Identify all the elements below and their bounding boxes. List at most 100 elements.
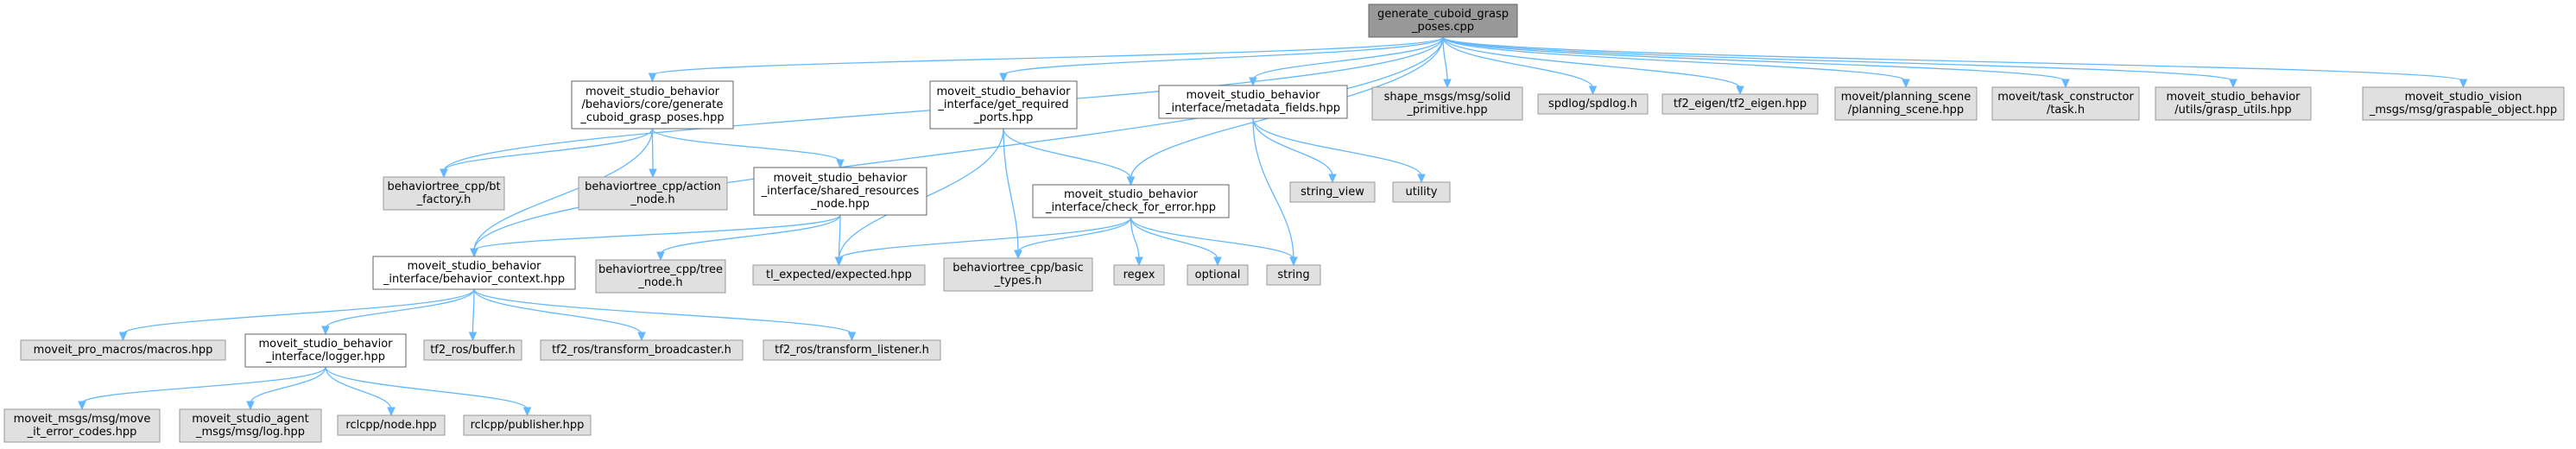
edge-ctx-to-buffer — [468, 288, 478, 342]
node-getreq[interactable]: moveit_studio_behavior_interface/get_req… — [929, 80, 1078, 130]
edge-root-to-ctx — [470, 36, 1444, 258]
edge-shared-to-ctx — [470, 214, 841, 258]
edge-line — [473, 214, 841, 251]
edge-check-to-basic — [1014, 217, 1132, 260]
node-box — [578, 176, 728, 211]
node-label-line: tl_expected/expected.hpp — [766, 269, 912, 281]
node-box — [540, 339, 744, 361]
node-label-line: _interface/shared_resources — [761, 185, 920, 198]
edge-line — [122, 288, 475, 335]
edge-root-to-meta — [1249, 36, 1444, 87]
node-label-line: moveit/task_constructor — [1997, 91, 2134, 104]
edge-root-to-gen — [648, 36, 1444, 83]
node-optional: optional — [1187, 264, 1249, 286]
node-label-line: _ports.hpp — [973, 111, 1034, 124]
node-box — [20, 339, 226, 361]
node-box — [337, 414, 446, 436]
node-label-line: _primitive.hpp — [1406, 104, 1487, 117]
node-label-line: _msgs/msg/log.hpp — [195, 426, 305, 439]
node-ctx[interactable]: moveit_studio_behavior_interface/behavio… — [372, 256, 576, 290]
edge-line — [1003, 36, 1444, 76]
node-basic: behaviortree_cpp/basic_types.h — [943, 257, 1093, 292]
node-label-line: string_view — [1301, 186, 1364, 199]
node-meta[interactable]: moveit_studio_behavior_interface/metadat… — [1158, 85, 1348, 119]
edge-arrowhead — [246, 401, 255, 411]
edge-arrowhead — [637, 332, 646, 342]
edge-arrowhead — [656, 251, 665, 262]
edge-root-to-spdlog — [1442, 36, 1598, 96]
node-box — [463, 414, 592, 436]
edge-check-to-optional — [1130, 217, 1222, 267]
node-label-line: moveit_msgs/msg/move — [14, 413, 151, 426]
node-regex: regex — [1113, 264, 1165, 286]
node-label-line: tf2_eigen/tf2_eigen.hpp — [1674, 98, 1807, 111]
node-label-line: behaviortree_cpp/tree — [598, 263, 723, 276]
node-label-line: moveit_studio_behavior — [258, 338, 393, 351]
node-box — [752, 264, 926, 286]
edge-line — [660, 214, 841, 255]
node-label-line: _interface/behavior_context.hpp — [383, 273, 565, 286]
node-label-line: _msgs/msg/graspable_object.hpp — [2369, 104, 2557, 117]
edge-line — [1130, 217, 1294, 260]
edge-arrowhead — [440, 168, 448, 179]
edge-arrowhead — [321, 326, 330, 336]
node-string: string — [1266, 264, 1321, 286]
node-box — [929, 80, 1078, 130]
edge-arrowhead — [1902, 79, 1910, 89]
edge-line — [651, 128, 841, 162]
edge-shared-to-treenode — [656, 214, 841, 262]
edge-line — [1252, 36, 1444, 80]
edge-arrowhead — [1588, 85, 1598, 96]
node-label-line: behaviortree_cpp/basic — [953, 262, 1084, 275]
edge-ctx-to-macros — [118, 288, 475, 342]
edge-line — [472, 288, 475, 335]
node-box — [571, 80, 734, 130]
node-box — [943, 257, 1093, 292]
edge-arrowhead — [1014, 250, 1022, 260]
edge-check-to-expected — [834, 217, 1132, 267]
node-box — [1991, 86, 2140, 121]
edge-line — [325, 288, 475, 329]
node-label-line: _poses.cpp — [1411, 21, 1474, 34]
node-box — [179, 408, 322, 443]
node-label-line: optional — [1195, 269, 1241, 281]
node-label-line: moveit_studio_behavior — [936, 85, 1071, 98]
node-expected: tl_expected/expected.hpp — [752, 264, 926, 286]
node-box — [1113, 264, 1165, 286]
edge-line — [1442, 36, 2465, 82]
edge-line — [1442, 36, 2234, 82]
edge-root-to-grasp — [1442, 36, 2237, 89]
node-gen[interactable]: moveit_studio_behavior/behaviors/core/ge… — [571, 80, 734, 130]
node-buffer: tf2_ros/buffer.h — [423, 339, 522, 361]
edge-arrowhead — [2459, 79, 2468, 89]
node-box — [383, 176, 505, 211]
edge-line — [1003, 128, 1132, 180]
node-shared[interactable]: moveit_studio_behavior_interface/shared_… — [753, 167, 927, 216]
edge-line — [1130, 217, 1140, 260]
edge-arrowhead — [999, 73, 1008, 83]
node-label-line: moveit_studio_agent — [192, 413, 309, 426]
edge-root-to-tf2eigen — [1442, 36, 1744, 96]
node-label-line: _cuboid_grasp_poses.hpp — [579, 111, 724, 124]
node-label-line: _node.h — [637, 276, 682, 289]
node-label-line: generate_cuboid_grasp — [1377, 8, 1509, 21]
node-box — [1834, 86, 1978, 121]
node-root: generate_cuboid_grasp_poses.cpp — [1368, 3, 1518, 38]
node-label-line: /task.h — [2047, 104, 2085, 117]
edge-arrowhead — [2061, 79, 2070, 89]
node-taskc: moveit/task_constructor/task.h — [1991, 86, 2140, 121]
node-label-line: /utils/grasp_utils.hpp — [2174, 104, 2291, 117]
edge-arrowhead — [118, 332, 128, 342]
node-publisher: rclcpp/publisher.hpp — [463, 414, 592, 436]
edge-arrowhead — [847, 332, 857, 342]
edge-logger-to-errcodes — [78, 366, 326, 411]
node-box — [753, 167, 927, 216]
node-label-line: _interface/get_required — [937, 98, 1068, 111]
edge-arrowhead — [649, 168, 657, 179]
node-box — [1187, 264, 1249, 286]
node-logger[interactable]: moveit_studio_behavior_interface/logger.… — [244, 333, 407, 368]
edge-arrowhead — [648, 73, 657, 83]
node-check[interactable]: moveit_studio_behavior_interface/check_f… — [1032, 184, 1230, 218]
node-label-line: _it_error_codes.hpp — [27, 426, 137, 439]
node-label-line: string — [1277, 269, 1309, 281]
